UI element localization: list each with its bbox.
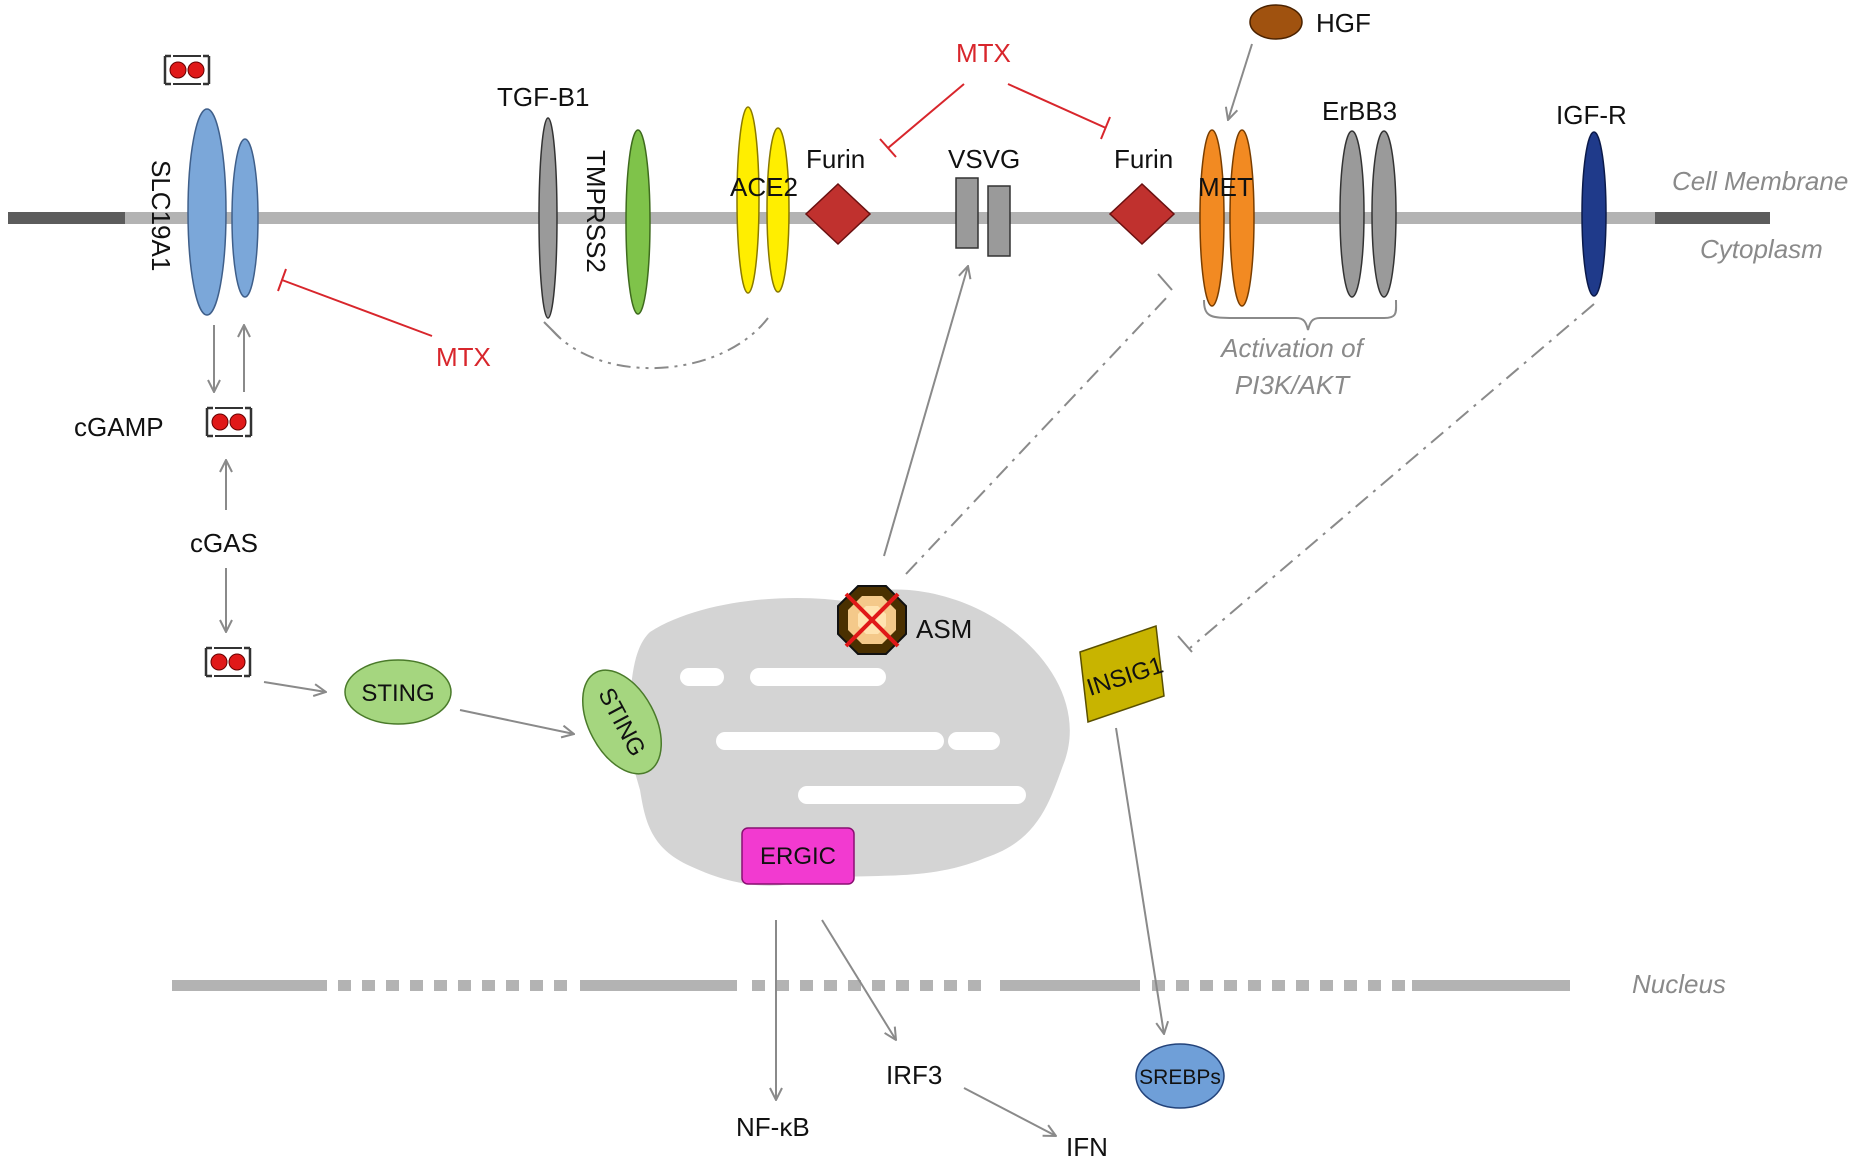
pi3k-label-line1: Activation of [1219, 333, 1365, 363]
arrow-insig1-to-srebps [1115, 727, 1164, 1034]
er-cisternae [680, 668, 1026, 804]
furin-left-enzyme [804, 182, 872, 246]
ace2-label: ACE2 [730, 172, 798, 202]
sting-er: STING [582, 669, 662, 775]
furin-right-label: Furin [1114, 144, 1173, 174]
ace2-receptor [736, 106, 790, 294]
pi3k-label-line2: PI3K/AKT [1235, 370, 1351, 400]
cell-membrane [8, 212, 1770, 224]
tmprss2-protease [625, 129, 651, 315]
tgfb1-receptor [538, 117, 558, 319]
dashed-inhibition-bar-insig1 [1177, 635, 1193, 653]
vsvg-protein [955, 177, 1011, 257]
igfr-label: IGF-R [1556, 100, 1627, 130]
ergic-label: ERGIC [760, 843, 836, 870]
cgamp-extracellular-icon [163, 54, 211, 86]
tgfb1-label: TGF-B1 [497, 82, 589, 112]
arrow-ergic-to-irf3 [821, 919, 896, 1040]
dashed-inhibition-bar-tgfb1 [543, 321, 561, 339]
inhibition-mtx-furin-left [887, 83, 965, 149]
hgf-label: HGF [1316, 8, 1371, 38]
arrow-sting-to-er [459, 709, 574, 734]
arrow-cgamp-to-sting [263, 681, 326, 692]
dashed-inhibition-igfr-insig1 [1189, 303, 1595, 649]
ergic-box [741, 827, 855, 885]
cgas-label: cGAS [190, 528, 258, 558]
asm-enzyme-icon [837, 585, 907, 655]
nuclear-envelope [172, 980, 1570, 991]
cgamp-label: cGAMP [74, 412, 164, 442]
vsvg-label: VSVG [948, 144, 1020, 174]
erbb3-label: ErBB3 [1322, 96, 1397, 126]
furin-right-enzyme [1108, 182, 1176, 246]
cgamp-lower-icon [204, 646, 252, 678]
activation-bracket [1203, 299, 1398, 331]
tmprss2-label: TMPRSS2 [581, 150, 611, 273]
nucleus-label: Nucleus [1632, 969, 1726, 999]
asm-label: ASM [916, 614, 972, 644]
mtx-top-label: MTX [956, 38, 1011, 68]
furin-left-label: Furin [806, 144, 865, 174]
srebps-label: SREBPs [1139, 1066, 1221, 1089]
met-receptor [1199, 129, 1255, 307]
srebps-node [1135, 1043, 1225, 1109]
inhibition-bar-slc19a1 [277, 268, 287, 292]
arrow-hgf-to-met [1228, 43, 1253, 120]
dashed-inhibition-bar-furin [1157, 273, 1173, 291]
inhibition-mtx-slc19a1 [281, 279, 433, 337]
nfkb-label: NF-κB [736, 1112, 810, 1142]
inhibition-bar-furin-left [879, 138, 897, 158]
insig1-protein [1079, 624, 1165, 724]
sting-cytosolic [344, 659, 452, 725]
mtx-left-label: MTX [436, 342, 491, 372]
irf3-label: IRF3 [886, 1060, 942, 1090]
arrow-asm-to-vsvg [883, 266, 968, 557]
cgamp-cytosolic-icon [205, 406, 253, 438]
dashed-inhibition-ace2-tgfb1 [551, 317, 769, 370]
cytoplasm-label: Cytoplasm [1700, 234, 1823, 264]
inhibition-mtx-furin-right [1007, 83, 1107, 129]
inhibition-bar-furin-right [1100, 116, 1111, 140]
sting-label-1: STING [361, 680, 434, 707]
ifn-label: IFN [1066, 1132, 1108, 1160]
cell-membrane-label: Cell Membrane [1672, 166, 1848, 196]
hgf-ligand [1249, 4, 1303, 40]
dashed-inhibition-asm-furin [905, 293, 1171, 575]
erbb3-receptor [1339, 130, 1397, 298]
igfr-receptor [1581, 131, 1607, 297]
met-label: MET [1198, 172, 1253, 202]
arrow-irf3-to-ifn [963, 1087, 1056, 1136]
slc19a1-transporter [187, 108, 259, 316]
slc19a1-label: SLC19A1 [146, 160, 176, 271]
